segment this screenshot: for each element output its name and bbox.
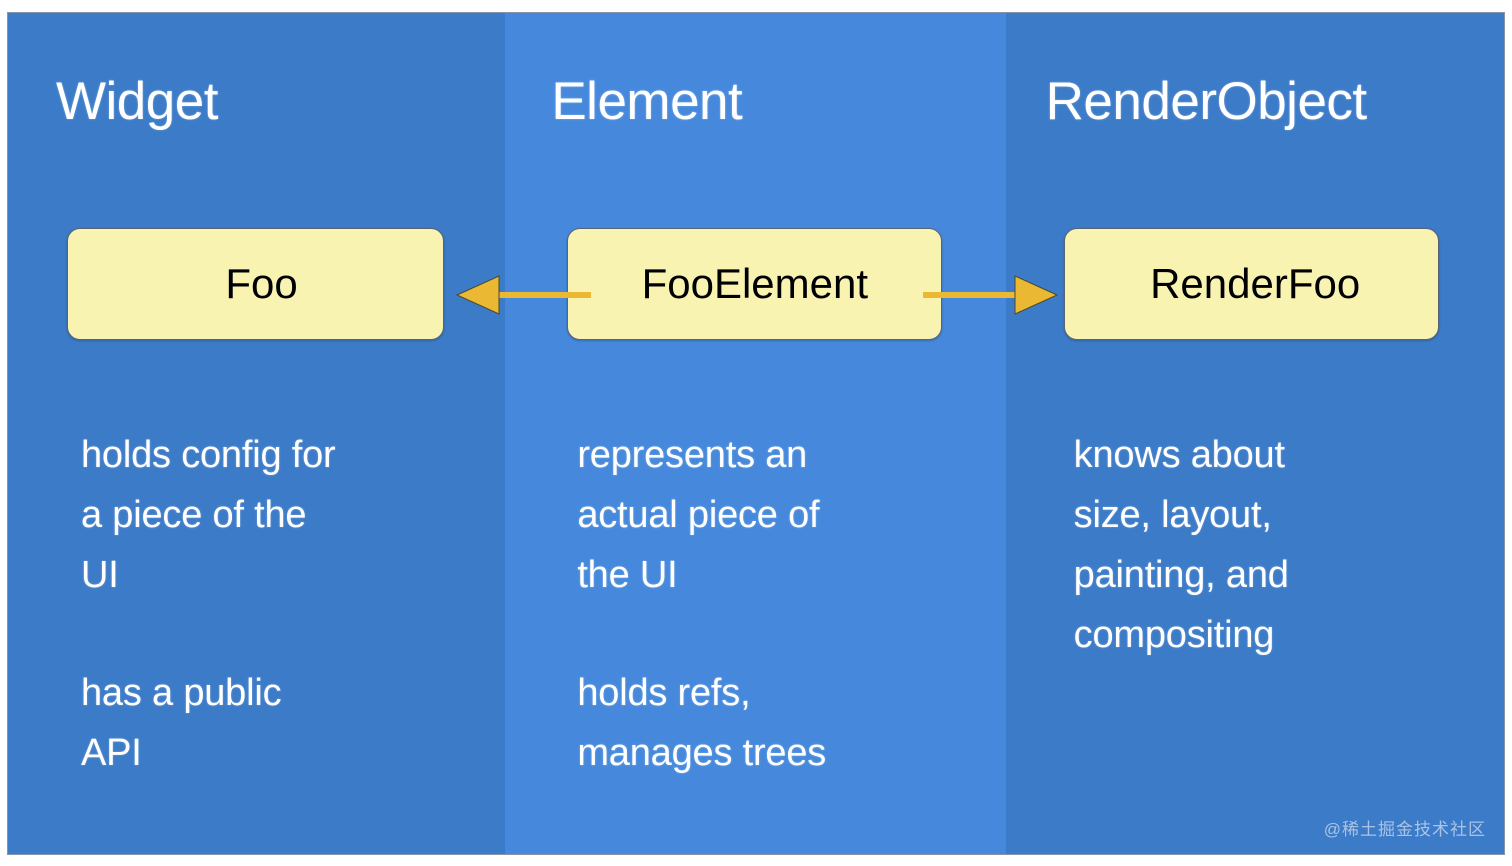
column-title-renderobject: RenderObject — [1045, 72, 1368, 131]
node-label-foo: Foo — [225, 260, 298, 307]
element-description-secondary: holds refs, manages trees — [577, 672, 827, 774]
renderobject-description-primary: knows about size, layout, painting, and … — [1073, 434, 1289, 656]
widget-description-primary: holds config for a piece of the UI — [81, 434, 336, 596]
diagram-slide: Widget Foo holds config for a piece of t… — [7, 12, 1505, 855]
column-renderobject: RenderObject RenderFoo knows about size,… — [1005, 13, 1504, 854]
column-title-widget: Widget — [56, 72, 218, 131]
element-description-primary: represents an actual piece of the UI — [577, 434, 820, 596]
column-title-element: Element — [551, 72, 743, 131]
column-element: Element FooElement represents an actual … — [505, 13, 1006, 854]
node-box-renderfoo: RenderFoo — [1063, 228, 1439, 340]
watermark: @稀土掘金技术社区 — [1323, 820, 1486, 839]
widget-description-secondary: has a public API — [81, 672, 282, 774]
node-label-renderfoo: RenderFoo — [1150, 260, 1361, 307]
node-box-fooelement: FooElement — [567, 228, 943, 340]
node-label-fooelement: FooElement — [641, 260, 869, 307]
column-widget: Widget Foo holds config for a piece of t… — [8, 13, 506, 854]
node-box-foo: Foo — [67, 228, 444, 340]
